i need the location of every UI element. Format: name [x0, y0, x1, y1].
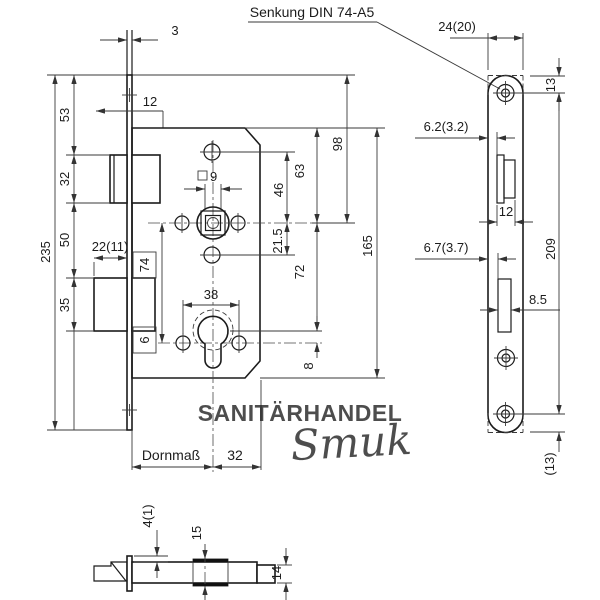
spindle-square: 9	[184, 169, 242, 210]
dim-bolt-cutout-offset: 6.7(3.7)	[415, 240, 516, 279]
dim-bolt-width: 14	[269, 548, 292, 600]
dim-text: 53	[57, 108, 72, 122]
dim-top-edge-to-screw: 13	[518, 58, 565, 111]
watermark: SANITÄRHANDEL Smuk	[198, 400, 413, 470]
dim-text: 209	[543, 238, 558, 260]
dim-text: 72	[292, 265, 307, 279]
dim-98: 98	[330, 75, 350, 223]
dim-backset: Dornmaß 32	[131, 380, 262, 470]
plate-screw-hole-mid	[494, 346, 518, 370]
dim-text: 32	[227, 447, 243, 463]
dim-text: 21.5	[270, 228, 285, 253]
bottom-view: 4(1) 15 14	[93, 504, 292, 600]
latch-body	[131, 561, 258, 584]
dim-cylinder-screw-span: 38	[182, 287, 240, 334]
watermark-line2: Smuk	[289, 415, 413, 470]
dim-text: 6	[137, 336, 152, 343]
lower-screw-hole	[200, 246, 295, 264]
top-screw-hole	[200, 141, 295, 163]
callout-senkung: Senkung DIN 74-A5	[248, 4, 501, 90]
dim-text: 12	[143, 94, 157, 109]
deadbolt-cutout	[497, 278, 512, 333]
callout-text: Senkung DIN 74-A5	[250, 4, 375, 20]
dim-text: 74	[137, 258, 152, 272]
dim-screw-span: 209	[543, 93, 562, 414]
plate-screw-hole-bottom	[493, 402, 518, 426]
dim-bottom-edge-to-screw: (13)	[518, 413, 565, 476]
latch-guide	[192, 558, 229, 587]
dim-text: 98	[330, 137, 345, 151]
dim-text: 6.2(3.2)	[424, 119, 469, 134]
backset-label: Dornmaß	[142, 447, 200, 463]
dim-63-72-8: 63 72 8	[292, 128, 320, 370]
dim-text: 165	[360, 235, 375, 257]
faceplate-front	[487, 74, 524, 434]
front-view: 24(20) 13 209 (13) 6.2(3.2)	[415, 19, 565, 476]
dim-text: 12	[499, 204, 513, 219]
dim-top-screw-offset: 12	[96, 94, 164, 128]
side-view: 3 12 235	[38, 23, 385, 472]
latch-bolt	[109, 154, 161, 204]
dim-text: 9	[210, 169, 217, 184]
dim-bolt-cutout-width: 8.5	[480, 292, 560, 313]
dim-text: 4(1)	[140, 504, 155, 527]
dim-text: 50	[57, 233, 72, 247]
dim-text: 13	[543, 78, 558, 92]
dim-latch-cutout-width: 12	[479, 200, 533, 226]
dim-text: 15	[189, 526, 204, 540]
dim-text: 24(20)	[438, 19, 476, 34]
dim-text: 235	[38, 241, 53, 263]
dim-plate-width: 24(20)	[438, 19, 524, 70]
dim-plate-standoff: 4(1)	[134, 504, 168, 578]
dim-text: 46	[271, 183, 286, 197]
dim-latch-cutout-offset: 6.2(3.2)	[415, 119, 515, 155]
dim-guide-width: 15	[189, 526, 208, 600]
latch-tip	[93, 561, 128, 582]
dim-text: (13)	[542, 452, 557, 475]
dim-total-length: 235	[38, 75, 58, 430]
faceplate-side	[122, 30, 137, 431]
latch-tail	[256, 564, 276, 584]
dim-46-215: 46 21.5	[270, 152, 290, 255]
cylinder-hole	[175, 309, 247, 369]
dim-text: 8	[301, 362, 316, 369]
callout-leader-line	[376, 21, 501, 90]
dim-text: 32	[57, 172, 72, 186]
dim-plate-thickness: 3	[100, 23, 179, 43]
plate-screw-hole-top	[493, 81, 518, 105]
dim-text: 8.5	[529, 292, 547, 307]
follower-hub	[196, 206, 230, 240]
latch-cutout	[496, 154, 516, 204]
deadbolt	[93, 277, 156, 332]
dim-text: 35	[57, 298, 72, 312]
watermark-line1: SANITÄRHANDEL	[198, 400, 403, 426]
dim-chain-left: 53 32 50 35	[57, 75, 77, 430]
dim-text: 38	[204, 287, 218, 302]
dim-bolt-throw: 22(11)	[92, 239, 129, 276]
dim-text: 14	[269, 566, 284, 580]
dim-text: 6.7(3.7)	[424, 240, 469, 255]
dim-text: 63	[292, 164, 307, 178]
dim-case-height: 165	[360, 128, 380, 378]
hub-side-holes	[174, 213, 246, 233]
blank-corner-dashes	[487, 75, 524, 433]
square-symbol	[197, 170, 208, 181]
dim-boxed-distance: 74 6	[132, 223, 165, 354]
dim-text: 3	[171, 23, 178, 38]
dim-text: 22(11)	[92, 239, 129, 254]
